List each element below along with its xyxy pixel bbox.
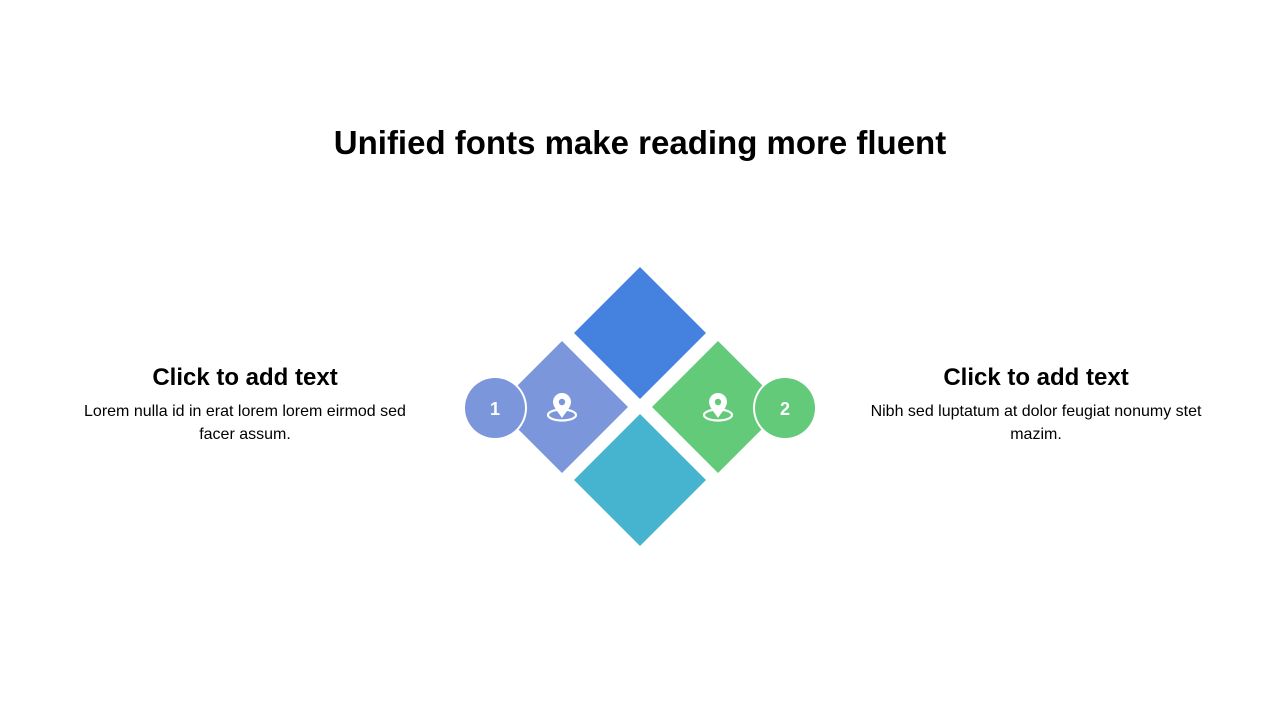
number-badge-1[interactable]: 1 — [463, 376, 527, 440]
top-diamond[interactable] — [574, 267, 706, 399]
left-text-block: Click to add text Lorem nulla id in erat… — [75, 364, 415, 446]
right-text-block: Click to add text Nibh sed luptatum at d… — [866, 364, 1206, 446]
left-heading[interactable]: Click to add text — [152, 364, 338, 391]
number-badge-2[interactable]: 2 — [753, 376, 817, 440]
location-pin-icon — [702, 393, 734, 422]
number-badge-2-label: 2 — [780, 399, 790, 419]
number-badge-1-label: 1 — [490, 399, 500, 419]
left-body-text[interactable]: Lorem nulla id in erat lorem lorem eirmo… — [84, 403, 406, 443]
right-body-text[interactable]: Nibh sed luptatum at dolor feugiat nonum… — [870, 403, 1202, 443]
right-heading[interactable]: Click to add text — [943, 364, 1129, 391]
bottom-diamond[interactable] — [574, 414, 706, 546]
slide-title[interactable]: Unified fonts make reading more fluent — [333, 124, 947, 161]
location-pin-icon — [546, 393, 578, 422]
